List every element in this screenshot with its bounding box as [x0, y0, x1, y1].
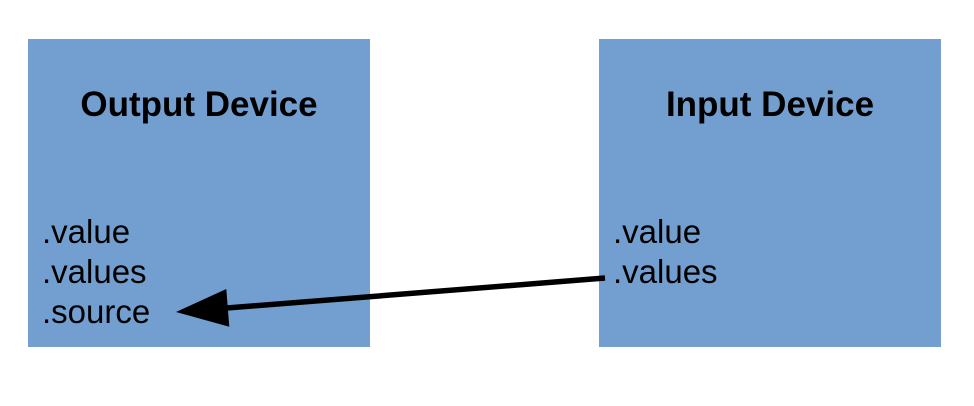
property-value: .value — [613, 213, 702, 250]
property-value: .value — [42, 213, 131, 250]
property-values: .values — [613, 253, 718, 290]
input-device-box: Input Device .value .values — [599, 39, 941, 347]
output-device-title: Output Device — [80, 85, 318, 124]
input-device-title: Input Device — [665, 85, 875, 124]
output-device-property-list: .value .values .source — [42, 212, 366, 332]
input-device-property-list: .value .values — [613, 212, 937, 292]
output-device-box: Output Device .value .values .source — [28, 39, 370, 347]
property-values: .values — [42, 253, 147, 290]
property-source: .source — [42, 293, 151, 330]
